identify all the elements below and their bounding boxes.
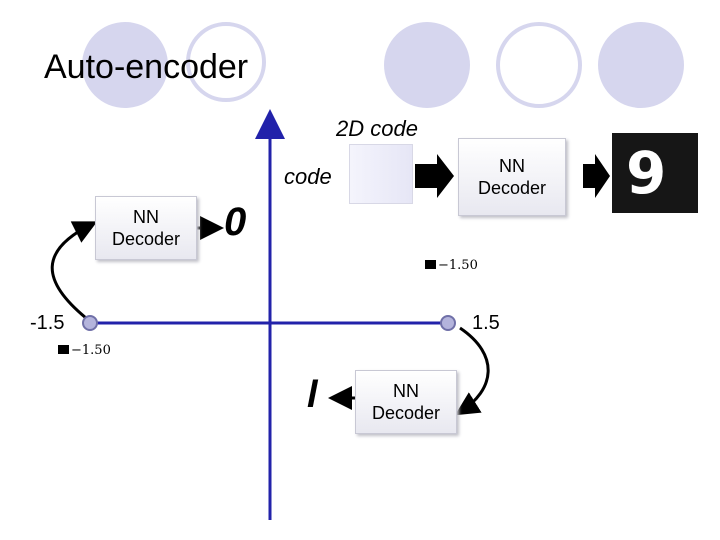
bg-circle-3 [384, 22, 470, 108]
output-digit-image: 9 [612, 133, 698, 213]
bg-circle-4 [496, 22, 582, 108]
block-arrow-2 [583, 154, 610, 198]
block-arrow-1 [415, 154, 454, 198]
point-top-label: −1.50 [425, 258, 478, 273]
bg-circle-2 [186, 22, 266, 102]
left-curve-arrow [50, 221, 98, 320]
bg-circle-1 [82, 22, 168, 108]
output-digit: 9 [626, 139, 667, 207]
code-2d-label: 2D code [336, 116, 418, 141]
bg-circle-5 [598, 22, 684, 108]
digit-zero: 0 [224, 200, 247, 244]
decoder-bottom-label: NN Decoder [371, 381, 441, 423]
code-label: code [284, 164, 332, 189]
square-icon [425, 260, 436, 269]
right-curve-arrow [454, 326, 490, 416]
slide-title: Auto-encoder [44, 48, 249, 86]
decoder-box-top: NN Decoder [458, 138, 566, 216]
axis-pos-label: 1.5 [472, 312, 500, 334]
axis-neg-label: -1.5 [30, 312, 65, 334]
point-left-label: −1.50 [58, 343, 111, 358]
digit-one: l [307, 374, 318, 416]
decoder-box-bottom: NN Decoder [355, 370, 457, 434]
decoder-top-label: NN Decoder [477, 156, 547, 198]
point-pos [440, 315, 456, 331]
point-neg [82, 315, 98, 331]
code-box [349, 144, 413, 204]
decoder-box-left: NN Decoder [95, 196, 197, 260]
square-icon [58, 345, 69, 354]
point-top-value: −1.50 [438, 258, 478, 273]
decoder-left-label: NN Decoder [111, 207, 181, 249]
point-left-value: −1.50 [71, 343, 111, 358]
